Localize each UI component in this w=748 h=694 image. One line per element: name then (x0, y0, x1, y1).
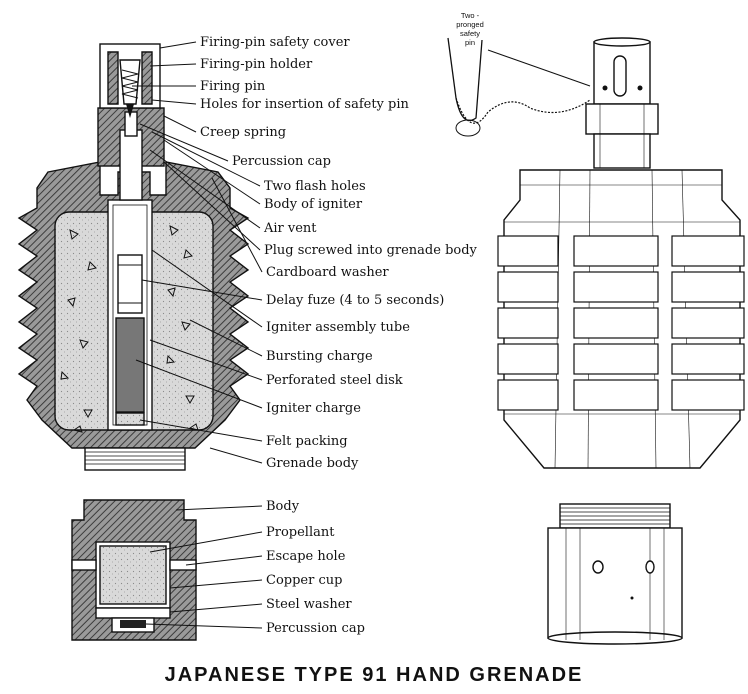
label-copper-cup: Copper cup (266, 573, 342, 588)
label-air-vent: Air vent (263, 221, 317, 236)
label-firing-pin-holder: Firing-pin holder (200, 57, 313, 72)
label-two-flash-holes: Two flash holes (264, 179, 366, 194)
label-propellant: Propellant (266, 525, 335, 540)
label-steel-washer: Steel washer (266, 597, 352, 612)
fragmentation-ribs (497, 235, 745, 411)
label-firing-pin-safety-cover: Firing-pin safety cover (200, 35, 350, 50)
label-body: Body (266, 499, 300, 514)
leader-lines (132, 41, 263, 464)
label-grenade-body: Grenade body (266, 456, 359, 471)
pin-note-line-1: Two - (461, 11, 480, 20)
label-igniter-charge: Igniter charge (266, 401, 361, 416)
label-perforated-steel-disk: Perforated steel disk (266, 373, 403, 388)
label-percussion-cap-bottom: Percussion cap (266, 621, 365, 636)
label-plug: Plug screwed into grenade body (264, 243, 478, 258)
label-cardboard-washer: Cardboard washer (266, 265, 389, 280)
exterior-grenade: Two - pronged safety pin (447, 11, 745, 469)
label-percussion-cap: Percussion cap (232, 154, 331, 169)
cutaway-grenade (17, 43, 250, 471)
safety-pin: Two - pronged safety pin (447, 11, 591, 137)
cutaway-propellant-chamber (71, 499, 197, 641)
bottom-callout-labels: Body Propellant Escape hole Copper cup S… (266, 499, 365, 636)
exterior-propellant-chamber (547, 503, 683, 645)
pin-note-line-2: pronged (456, 20, 484, 29)
label-safety-pin-holes: Holes for insertion of safety pin (200, 97, 410, 112)
callout-labels: Firing-pin safety cover Firing-pin holde… (200, 35, 478, 471)
pin-note-line-3: safety (460, 29, 480, 38)
label-igniter-assembly-tube: Igniter assembly tube (266, 320, 410, 335)
label-bursting-charge: Bursting charge (266, 349, 373, 364)
label-creep-spring: Creep spring (200, 125, 286, 140)
pin-note-line-4: pin (465, 38, 475, 47)
label-body-of-igniter: Body of igniter (264, 197, 363, 212)
label-felt-packing: Felt packing (266, 434, 348, 449)
diagram-title: JAPANESE TYPE 91 HAND GRENADE (165, 664, 584, 686)
label-firing-pin: Firing pin (200, 79, 266, 94)
label-escape-hole: Escape hole (266, 549, 346, 564)
label-delay-fuze: Delay fuze (4 to 5 seconds) (266, 293, 444, 308)
